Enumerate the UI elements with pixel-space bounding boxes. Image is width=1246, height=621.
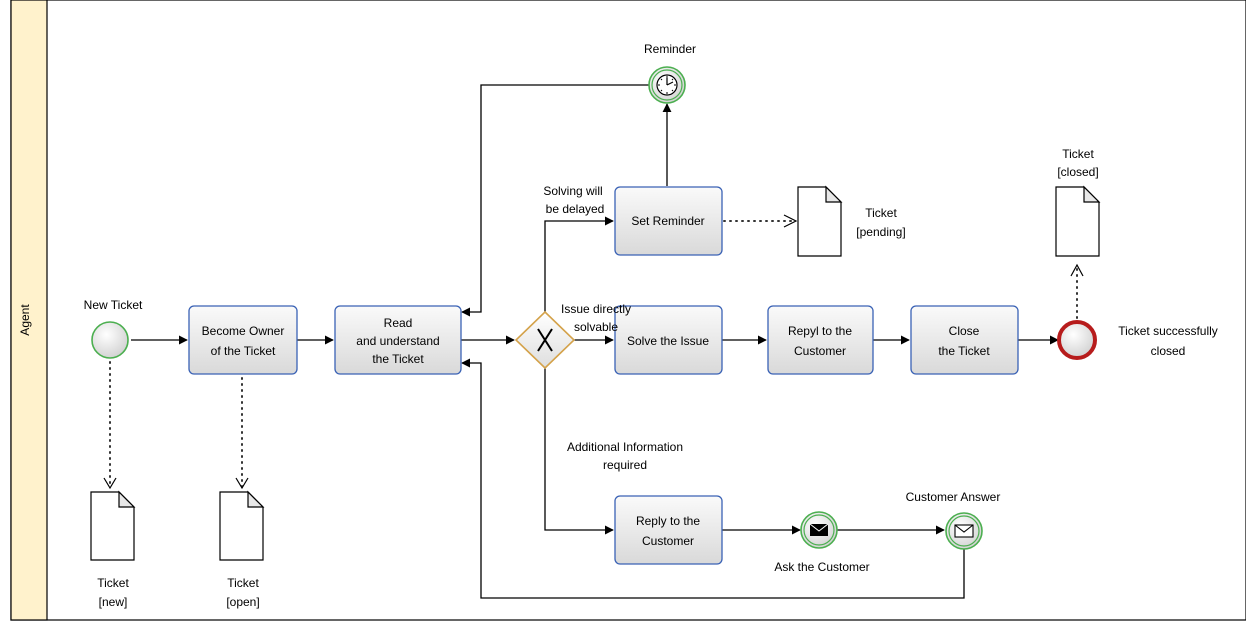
data-object-ticket-closed[interactable]: Ticket [closed] [1055, 147, 1101, 257]
task-close-ticket[interactable]: Close the Ticket [910, 305, 1019, 375]
task-solve-issue[interactable]: Solve the Issue [614, 305, 723, 375]
flow-label: be delayed [546, 202, 605, 216]
end-event-label: Ticket successfully [1118, 324, 1218, 338]
sequence-flows [131, 84, 1059, 599]
ask-event-label: Ask the Customer [774, 560, 869, 574]
data-object-ticket-new[interactable]: Ticket [new] [90, 490, 136, 609]
flow-label: Additional Information [567, 440, 683, 454]
data-object-ticket-open[interactable]: Ticket [open] [219, 490, 265, 609]
flow-gateway-to-reply[interactable] [544, 368, 614, 535]
pool: Agent [10, 0, 1246, 621]
timer-event-inner [651, 69, 683, 101]
timer-event-reminder[interactable]: Reminder [644, 42, 696, 104]
answer-event-inner [948, 515, 980, 547]
flow-gateway-to-reminder[interactable] [544, 216, 614, 312]
data-object-label: [new] [99, 595, 128, 609]
task-label: Customer [794, 344, 846, 358]
task-label: Reply to the [636, 514, 700, 528]
task-label: Become Owner [202, 324, 285, 338]
assoc-arrowhead [1070, 263, 1084, 277]
flow-label: required [603, 458, 647, 472]
exclusive-gateway[interactable] [514, 310, 576, 370]
flow-label: Issue directly [561, 302, 631, 316]
assoc-arrowhead [783, 214, 798, 228]
lane-header [10, 0, 48, 621]
envelope-filled-icon [809, 523, 829, 536]
data-object-label: [closed] [1057, 165, 1098, 179]
assoc-arrowhead [235, 477, 249, 490]
associations [103, 214, 1084, 490]
assoc-arrowhead [103, 477, 117, 490]
timer-event-label: Reminder [644, 42, 696, 56]
task-label: the Ticket [938, 344, 990, 358]
task-label: the Ticket [372, 352, 424, 366]
data-object-label: [pending] [856, 225, 905, 239]
message-event-ask-customer[interactable]: Ask the Customer [774, 511, 870, 574]
end-event-label: closed [1151, 344, 1186, 358]
data-object-label: [open] [226, 595, 259, 609]
message-event-customer-answer[interactable]: Customer Answer [906, 490, 1001, 550]
task-label: of the Ticket [211, 344, 276, 358]
task-become-owner[interactable]: Become Owner of the Ticket [188, 305, 298, 375]
data-object-label: Ticket [227, 576, 259, 590]
data-object-label: Ticket [865, 206, 897, 220]
end-event-circle[interactable] [1057, 320, 1097, 360]
flow-answer-to-read[interactable] [461, 358, 965, 599]
task-label: Repyl to the [788, 324, 852, 338]
lane-label: Agent [18, 304, 32, 336]
task-label: Read [384, 316, 413, 330]
end-event-ticket-closed[interactable]: Ticket successfully closed [1057, 320, 1218, 360]
ask-event-inner [803, 514, 835, 546]
task-read-ticket[interactable]: Read and understand the Ticket [334, 305, 462, 375]
task-reply-to-customer[interactable]: Reply to the Customer [614, 495, 723, 565]
task-set-reminder[interactable]: Set Reminder [614, 186, 723, 256]
gateway-x-icon [537, 328, 553, 352]
start-event-new-ticket[interactable]: New Ticket [84, 298, 143, 359]
task-label: and understand [356, 334, 439, 348]
task-label: Solve the Issue [627, 334, 709, 348]
clock-icon [656, 74, 678, 96]
task-label: Set Reminder [631, 214, 704, 228]
task-label: Customer [642, 534, 694, 548]
data-object-label: Ticket [1062, 147, 1094, 161]
flow-label: solvable [574, 320, 618, 334]
flow-timer-to-read[interactable] [461, 84, 649, 317]
start-event-label: New Ticket [84, 298, 143, 312]
flow-label: Solving will [543, 184, 602, 198]
flow-labels: Solving will be delayed Issue directly s… [543, 184, 683, 472]
answer-event-label: Customer Answer [906, 490, 1001, 504]
data-object-label: Ticket [97, 576, 129, 590]
start-event-circle[interactable] [91, 321, 129, 359]
data-object-ticket-pending[interactable]: Ticket [pending] [797, 185, 906, 257]
envelope-icon [954, 524, 974, 538]
task-label: Close [949, 324, 980, 338]
task-reply-customer[interactable]: Repyl to the Customer [767, 305, 874, 375]
